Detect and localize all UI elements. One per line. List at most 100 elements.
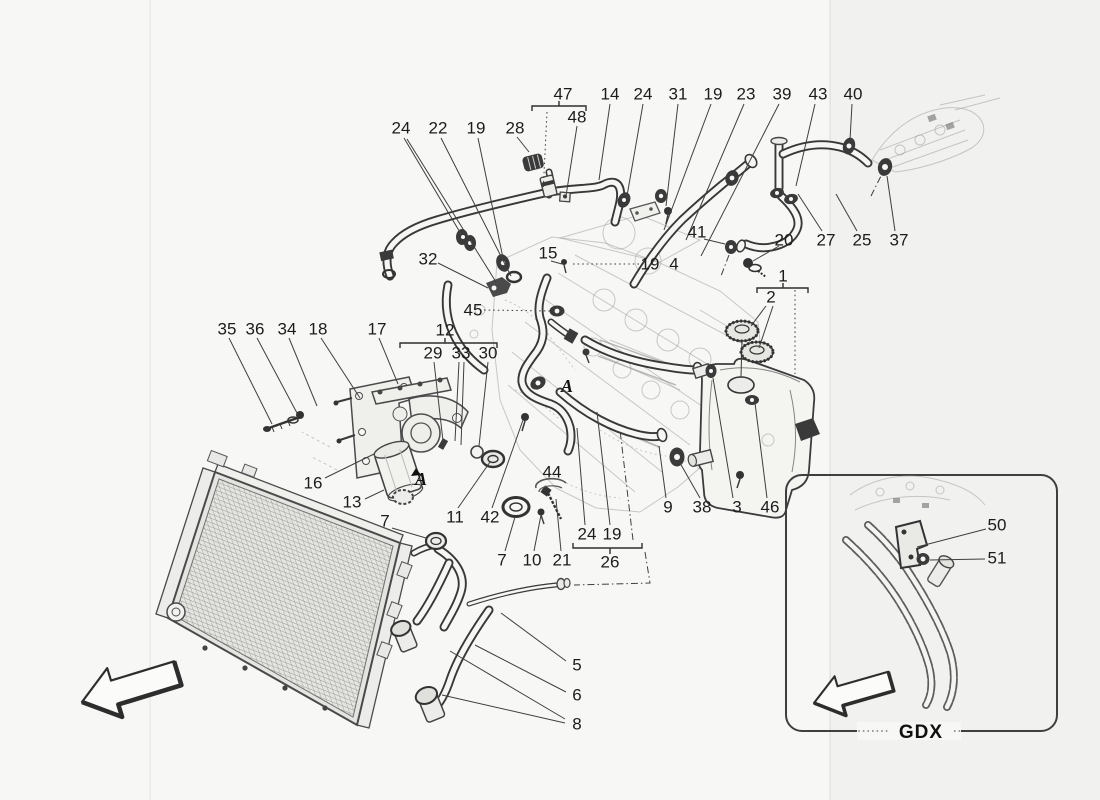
part-callout-34: 34	[278, 320, 297, 339]
leader-line-41	[720, 254, 730, 277]
part-callout-6: 6	[572, 686, 581, 705]
part-callout-5: 5	[572, 656, 581, 675]
flange-ring-7	[501, 496, 531, 518]
filler-cap	[739, 340, 775, 364]
radiator-side-fitting	[376, 641, 393, 660]
leader-line-3	[712, 377, 734, 499]
part-callout-10: 10	[523, 551, 542, 570]
bolt-21	[540, 485, 563, 520]
radiator-side-fitting	[386, 601, 403, 620]
screw-35-36	[263, 411, 304, 433]
radiator-core-weave	[175, 479, 393, 717]
hose-27-lower-branch	[735, 191, 803, 253]
leader-line-13	[364, 489, 385, 500]
radiator-top-bracket	[240, 463, 258, 478]
inset-engine-sketch	[849, 475, 986, 511]
part-callout-44: 44	[543, 463, 562, 482]
callout-bracket	[572, 543, 643, 554]
part-callout-48: 48	[568, 108, 587, 127]
part-callout-16: 16	[304, 474, 323, 493]
part-callout-47: 47	[554, 85, 573, 104]
part-callout-26: 26	[601, 553, 620, 572]
tank-foot-bracket	[795, 418, 820, 441]
leader-line-37	[886, 175, 896, 232]
stub-8b	[414, 685, 446, 723]
leader-line-29	[433, 361, 444, 442]
leader-line-7	[504, 516, 516, 552]
sensor-47-48	[539, 174, 571, 203]
hose-end-elbow	[379, 249, 394, 262]
part-callout-24: 24	[634, 85, 653, 104]
part-callout-31: 31	[669, 85, 688, 104]
callout-bracket	[531, 101, 587, 111]
part-callout-22: 22	[429, 119, 448, 138]
clamp-7-radiator	[424, 531, 448, 551]
part-callout-33: 33	[452, 344, 471, 363]
radiator-drain-boss	[166, 602, 186, 622]
part-callout-7: 7	[497, 551, 506, 570]
bolt-stud	[582, 348, 590, 356]
leader-line-24	[626, 103, 644, 197]
hose-6	[412, 558, 454, 626]
leader-line-36	[256, 337, 298, 414]
leader-line-43	[795, 103, 816, 187]
leader-line-11	[457, 461, 491, 509]
part-callout-45: 45	[464, 301, 483, 320]
leader-line-24	[406, 138, 497, 283]
part-callout-32: 32	[419, 250, 438, 269]
hose-9-to-tank	[555, 387, 668, 443]
expansion-tank	[669, 319, 820, 519]
leader-line-46	[754, 402, 768, 499]
leader-line-24	[576, 427, 586, 526]
leader-line-16	[324, 453, 375, 479]
y-pipe-43	[770, 136, 788, 193]
clamp-radiator-neck	[392, 489, 414, 505]
part-callout-41: 41	[688, 223, 707, 242]
leader-line-8	[441, 694, 566, 724]
leader-line-45	[483, 309, 551, 312]
part-callout-11: 11	[446, 508, 464, 527]
part-callout-12: 12	[436, 321, 455, 340]
part-callout-43: 43	[809, 85, 828, 104]
part-callout-38: 38	[693, 498, 712, 517]
part-callout-7: 7	[380, 512, 389, 531]
radiator	[155, 449, 413, 729]
leader-line-20	[752, 245, 780, 262]
part-callout-35: 35	[218, 320, 237, 339]
bolt-20	[743, 258, 767, 278]
leader-line-39	[700, 103, 780, 257]
inset-direction-arrow	[812, 670, 896, 718]
part-callout-51: 51	[988, 549, 1007, 568]
leader-line-17	[378, 337, 399, 385]
bracket-32	[486, 277, 511, 297]
part-callout-23: 23	[737, 85, 756, 104]
hose-s-center	[517, 273, 576, 456]
part-callout-19: 19	[467, 119, 486, 138]
direction-arrow	[80, 660, 184, 720]
leader-line-26	[619, 429, 634, 541]
gasket-44	[534, 477, 567, 489]
part-callout-1: 1	[778, 267, 787, 286]
leader-line-33	[460, 361, 465, 446]
inset-label-gdx: GDX	[899, 722, 943, 743]
callout-bracket	[756, 283, 809, 293]
leader-line-31	[665, 103, 679, 207]
leader-line-50	[916, 528, 987, 548]
leader-line-41	[703, 238, 726, 245]
leader-line-19	[663, 103, 712, 231]
leader-line-5	[500, 612, 567, 662]
stub-8a	[390, 619, 418, 653]
part-callout-18: 18	[309, 320, 328, 339]
leader-line-18	[320, 337, 361, 399]
leader-line-26	[573, 551, 651, 586]
leader-line-40	[849, 103, 853, 141]
leader-line-24	[403, 137, 462, 235]
part-callout-25: 25	[853, 231, 872, 250]
part-callout-19: 19	[603, 525, 622, 544]
leader-line-8	[449, 650, 566, 720]
part-callout-19: 19	[704, 85, 723, 104]
part-callout-9: 9	[663, 498, 672, 517]
section-marker-A: A	[560, 376, 573, 396]
part-callout-13: 13	[343, 493, 362, 512]
